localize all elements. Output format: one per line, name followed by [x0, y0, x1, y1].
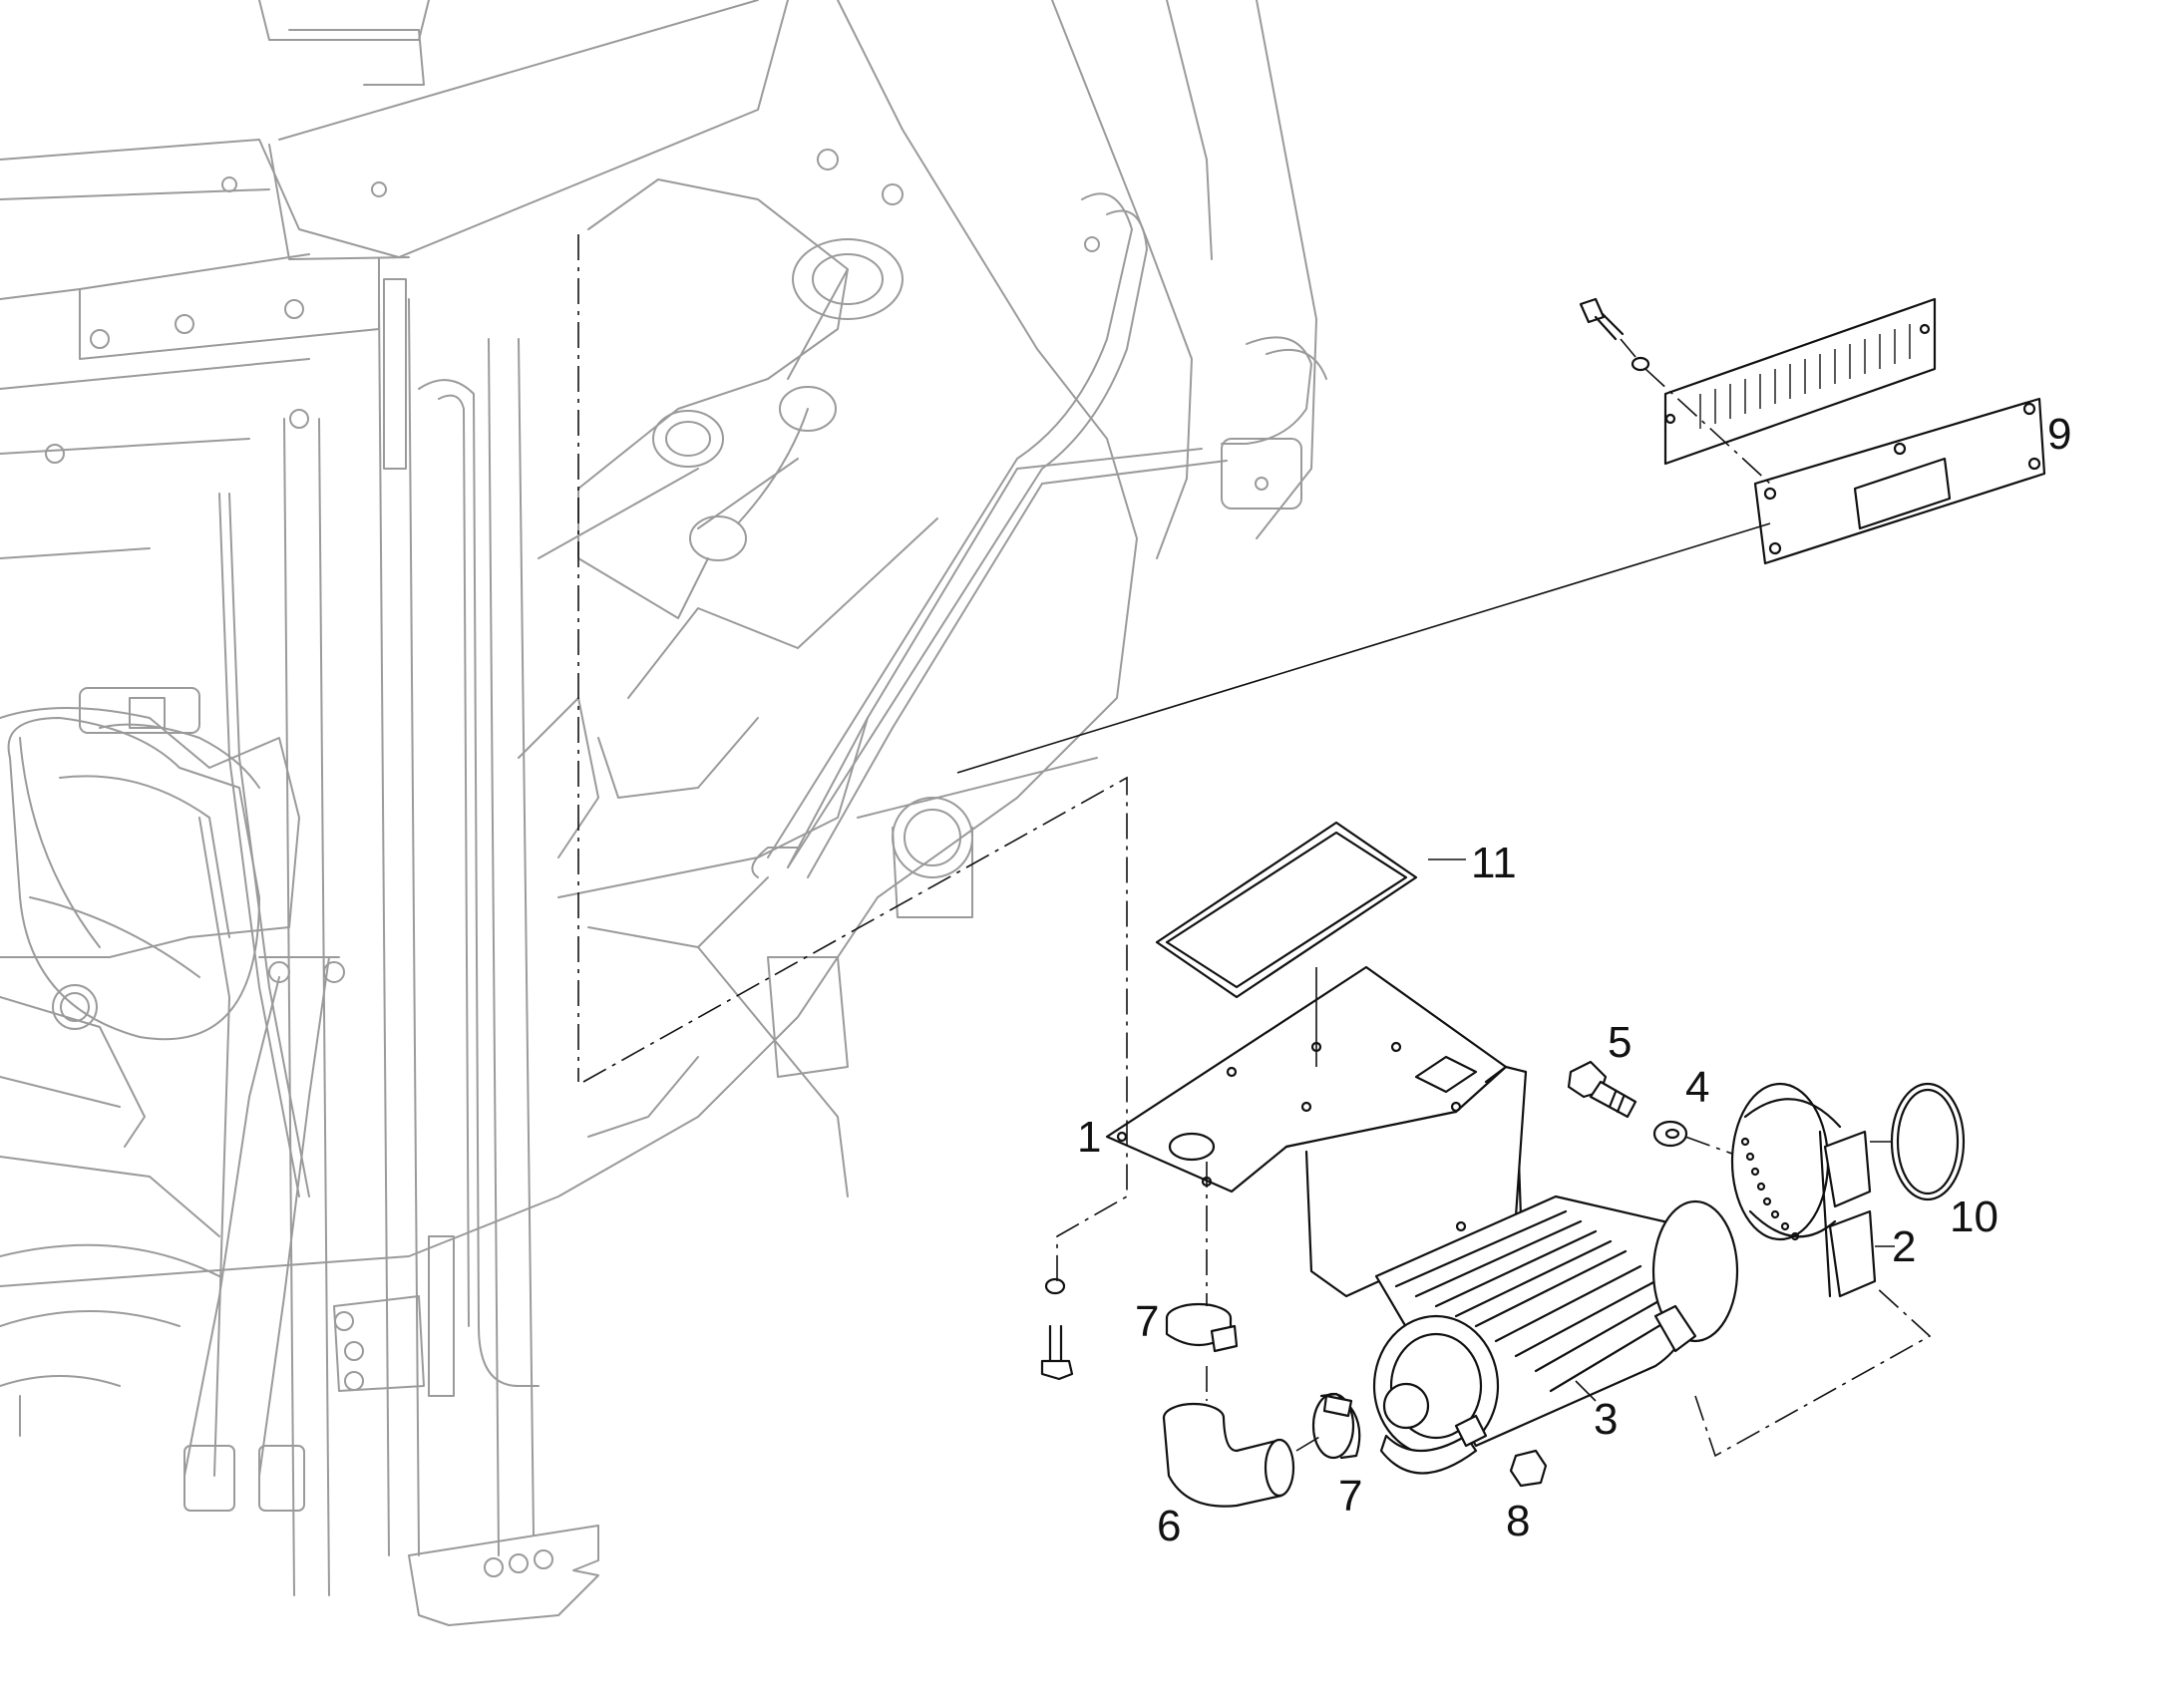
part-7-hose-clamp-lower	[1311, 1392, 1361, 1460]
callout-7b: 7	[1338, 1472, 1362, 1521]
bracket-screw	[1040, 1277, 1074, 1381]
bolt-axis-line	[1684, 1136, 1741, 1158]
part-6-elbow-hose	[1162, 1402, 1295, 1508]
callout-10: 10	[1950, 1193, 1998, 1241]
callout-2: 2	[1892, 1222, 1916, 1271]
assembly-axis-lines	[577, 234, 1932, 1458]
callout-3: 3	[1594, 1395, 1618, 1444]
vent-screw	[1579, 297, 1606, 324]
part-11-gasket	[1155, 821, 1418, 999]
callout-5: 5	[1608, 1018, 1632, 1067]
vent-washer	[1631, 356, 1650, 372]
vent-grille	[1663, 297, 1937, 466]
part-2-band-clamp	[1730, 1082, 1877, 1298]
callout-6: 6	[1157, 1502, 1181, 1550]
machine-body-context	[0, 0, 1327, 1626]
callout-8: 8	[1506, 1497, 1530, 1545]
part-10-o-ring	[1890, 1082, 1966, 1201]
part-9-vent-grille-assembly	[1579, 297, 2046, 565]
part-7-hose-clamp-upper	[1165, 1302, 1239, 1353]
vent-slots	[1699, 324, 1911, 429]
part-5-bolt	[1567, 1060, 1637, 1119]
callout-11: 11	[1471, 839, 1517, 887]
part-9-leader-line	[956, 522, 1771, 774]
callout-9: 9	[2047, 410, 2071, 459]
part-3-air-filter	[1372, 1195, 1739, 1475]
callout-7a: 7	[1135, 1297, 1159, 1346]
part-4-washer	[1652, 1120, 1688, 1148]
part-3-leader	[1575, 1380, 1597, 1402]
callouts: 1 2 3 4 5 6 7 7 8 9 10 11	[1077, 410, 2071, 1550]
callout-1: 1	[1077, 1113, 1101, 1162]
callout-4: 4	[1685, 1063, 1709, 1112]
part-8-nut	[1509, 1449, 1548, 1488]
